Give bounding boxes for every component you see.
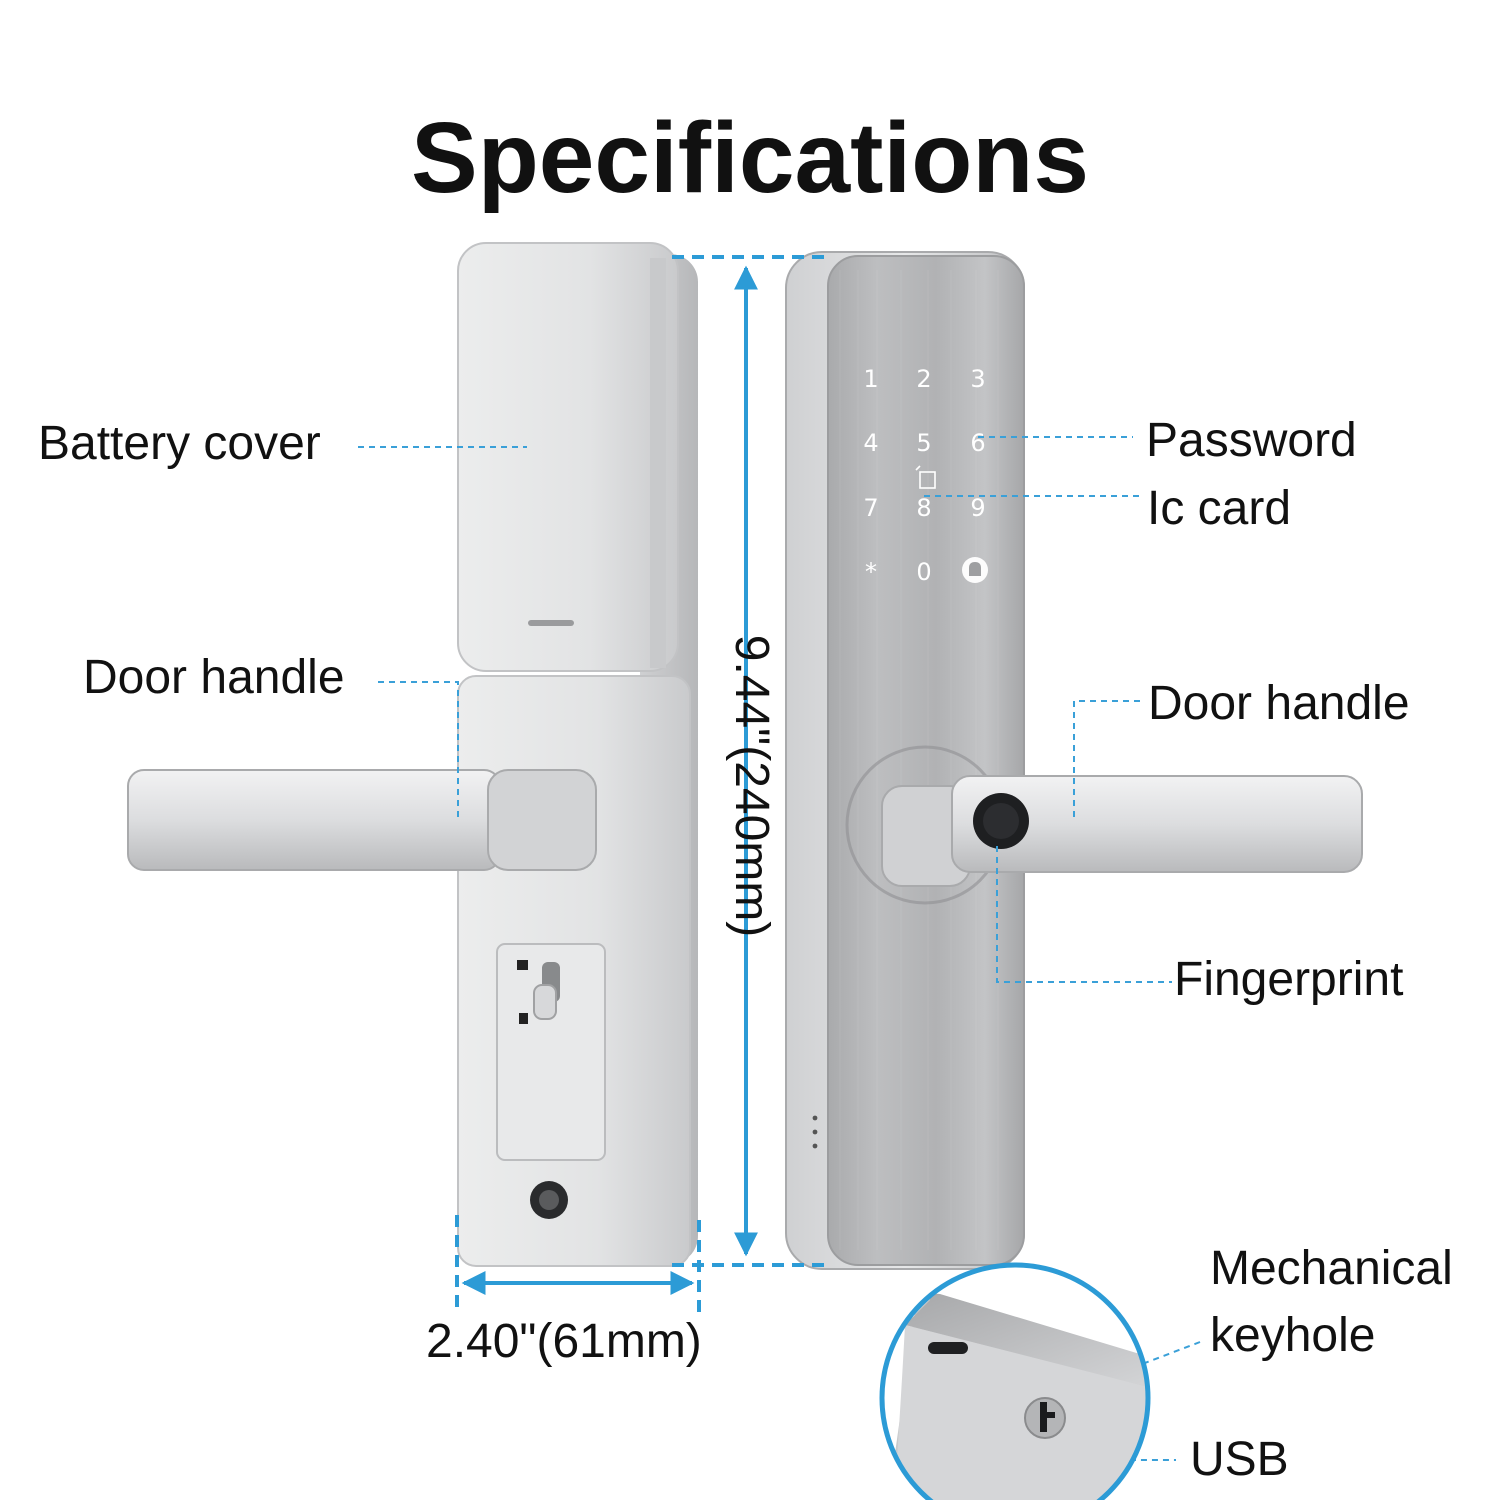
card-icon (915, 465, 936, 489)
battery-cover (457, 242, 679, 672)
front-door-handle (951, 775, 1363, 873)
front-panel: 1 2 3 4 5 6 7 8 9 * 0 (785, 251, 1363, 1270)
label-ic-card: Ic card (1147, 482, 1292, 535)
bottom-detail-inset (879, 1262, 1151, 1500)
keypad-key[interactable]: 0 (916, 558, 931, 586)
label-mechanical-keyhole-1: Mechanical (1210, 1242, 1453, 1295)
label-door-handle-back: Door handle (83, 651, 345, 704)
fingerprint-line (996, 846, 1172, 983)
door-handle-front-line (1073, 700, 1140, 820)
keypad-key[interactable]: 5 (916, 429, 931, 457)
keypad-key[interactable]: 8 (916, 494, 931, 522)
mounting-plate (496, 943, 606, 1161)
keypad-key[interactable]: 6 (970, 429, 985, 457)
page-title: Specifications (411, 102, 1089, 214)
back-door-handle (127, 769, 501, 871)
label-battery-cover: Battery cover (38, 417, 321, 470)
label-mechanical-keyhole-2: keyhole (1210, 1309, 1376, 1362)
label-height-dimension: 9.44"(240mm) (725, 634, 778, 938)
width-dimension (455, 1215, 701, 1312)
keypad-key[interactable]: * (865, 558, 877, 586)
usb-port (928, 1342, 968, 1354)
brushed-face (827, 255, 1025, 1266)
keypad: 1 2 3 4 5 6 7 8 9 * 0 (863, 365, 985, 586)
keypad-key[interactable]: 3 (970, 365, 985, 393)
battery-cover-notch (528, 620, 574, 626)
label-password: Password (1146, 414, 1357, 467)
label-door-handle-front: Door handle (1148, 677, 1410, 730)
label-usb: USB (1190, 1433, 1289, 1486)
keypad-key[interactable]: 7 (863, 494, 878, 522)
label-fingerprint: Fingerprint (1174, 953, 1404, 1006)
back-panel (127, 242, 698, 1267)
label-width-dimension: 2.40"(61mm) (426, 1315, 702, 1368)
keypad-key[interactable]: 1 (863, 365, 878, 393)
keypad-key[interactable]: 4 (863, 429, 878, 457)
keypad-key[interactable]: 2 (916, 365, 931, 393)
door-handle-back-line (378, 681, 459, 820)
keypad-key[interactable]: 9 (970, 494, 985, 522)
bell-icon (962, 557, 988, 583)
